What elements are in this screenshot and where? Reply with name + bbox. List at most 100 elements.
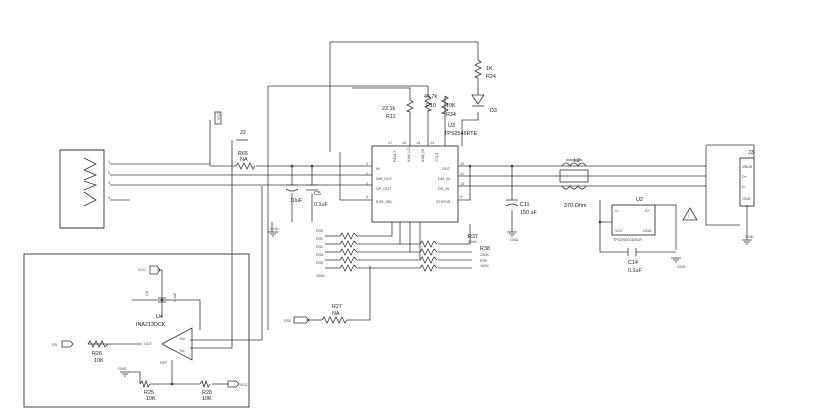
u3-pin-dp-in: DP_IN	[438, 187, 449, 191]
current-sense-block: VCC C8 0.1uF U4 INA213DCK OUT IN+ IN- RE…	[23, 253, 250, 408]
c8-value: 0.1uF	[173, 292, 177, 302]
u4-pin-out: OUT	[144, 342, 153, 346]
d3-ref: D3	[490, 108, 497, 114]
u3-part: TPS2546RTE	[444, 131, 478, 137]
svg-text:R30: R30	[316, 229, 323, 233]
l2-value: 370-Ohm	[564, 203, 587, 209]
u3-pin-ilim-lo: ILIM_LO	[407, 147, 411, 162]
u3-pin-dm-out: DM_OUT	[376, 177, 393, 181]
c11-value: 150 uF	[520, 210, 537, 216]
resistor-r34: 10K R34	[440, 95, 456, 118]
svg-text:D+: D+	[742, 175, 748, 179]
fb2-port: FB2	[284, 316, 310, 324]
c5-ref: C5	[314, 191, 321, 197]
svg-text:GND: GND	[270, 227, 279, 231]
r25-value: 10K	[146, 396, 156, 402]
svg-text:100K: 100K	[316, 274, 325, 278]
r37-ref: R37	[468, 234, 478, 240]
jumper-ref: J2	[240, 130, 246, 136]
u3-pin-fault: FAULT	[393, 150, 397, 162]
svg-text:GND: GND	[742, 197, 751, 201]
svg-text:4: 4	[366, 195, 368, 199]
resistor-r11: 22.1k R11	[382, 99, 414, 120]
r10-value: 46.7k	[424, 94, 437, 100]
u3-pin-in: IN	[376, 167, 380, 171]
capacitor-c6: 10uF	[285, 184, 303, 204]
r11-ref: R11	[386, 114, 396, 120]
capacitor-c14: C14 0.1uF	[627, 248, 642, 274]
ic-u3: U3 TPS2546RTE IN DM_OUT DP_OUT ILIM_SEL …	[366, 123, 478, 223]
c8-ref: C8	[145, 291, 149, 296]
choke-l2: L2 370-Ohm	[559, 158, 589, 209]
resistor-r10: 46.7k R10	[424, 94, 437, 112]
u4-part: INA213DCK	[136, 322, 166, 328]
svg-text:D-: D-	[742, 185, 747, 189]
r65-ref: R65	[238, 151, 248, 157]
gnd-symbol-1: GND	[268, 227, 279, 237]
r34-value: 10K	[446, 103, 456, 109]
r38-ref: R38	[480, 246, 490, 252]
svg-text:R35: R35	[316, 261, 323, 265]
u3-pin-dm-in: DM_IN	[438, 177, 450, 181]
capacitor-c5: C5 0.1uF	[306, 184, 328, 208]
r28-ref: R28	[202, 390, 212, 396]
led-d3: D3	[471, 94, 497, 114]
svg-text:2: 2	[108, 171, 110, 175]
svg-text:D-: D-	[615, 209, 620, 213]
u3-pin-dp-out: DP_OUT	[376, 187, 392, 191]
r27-value: NA	[332, 311, 340, 317]
svg-text:VCC: VCC	[217, 112, 221, 120]
svg-text:R32: R32	[316, 245, 323, 249]
c5-value: 0.1uF	[314, 202, 328, 208]
r11-value: 22.1k	[382, 106, 395, 112]
svg-text:IN-: IN-	[180, 349, 186, 353]
svg-text:200K: 200K	[468, 240, 477, 244]
junction-dots	[160, 164, 602, 386]
svg-text:!: !	[688, 215, 689, 219]
r24-value: 1K	[486, 66, 493, 72]
svg-text:REF: REF	[160, 361, 168, 365]
capacitor-c11: C11 150 uF	[505, 199, 537, 216]
svg-text:FB2: FB2	[284, 319, 291, 323]
r26-value: 10K	[94, 358, 104, 364]
svg-text:GND: GND	[745, 235, 754, 239]
svg-text:R31: R31	[316, 237, 323, 241]
svg-text:VCC: VCC	[138, 268, 146, 272]
svg-text:9: 9	[460, 195, 462, 199]
resistor-r27: R27 NA	[321, 304, 352, 324]
warning-triangle-icon: !	[682, 207, 698, 221]
u4-ref: U4	[156, 314, 163, 320]
svg-text:VBUS: VBUS	[742, 165, 753, 169]
gnd-symbol-2: GND	[507, 231, 519, 242]
svg-text:VCC: VCC	[615, 229, 623, 233]
u3-pin-status: STATUS	[436, 200, 451, 204]
wires	[88, 41, 748, 385]
svg-text:4: 4	[108, 196, 110, 200]
j3-ref: J3	[748, 150, 754, 156]
c11-ref: C11	[520, 202, 530, 208]
svg-text:GND: GND	[510, 238, 519, 242]
vcc-probe-top: VCC	[214, 111, 222, 125]
svg-text:R33: R33	[316, 253, 323, 257]
svg-text:11: 11	[460, 172, 464, 176]
svg-text:12: 12	[460, 162, 464, 166]
c14-value: 0.1uF	[628, 268, 642, 274]
svg-text:R39: R39	[480, 259, 487, 263]
svg-text:GND: GND	[118, 367, 127, 371]
r26-ref: R26	[92, 351, 102, 357]
svg-text:IN+: IN+	[180, 337, 187, 341]
connector-j3: J3 VBUS D+ D- GND	[706, 144, 755, 207]
l2-ref: L2	[574, 158, 580, 164]
svg-text:FB: FB	[52, 343, 57, 347]
gnd-symbol-3: GND	[671, 257, 686, 269]
svg-text:100K: 100K	[480, 264, 489, 268]
r25-ref: R25	[144, 390, 154, 396]
svg-text:1: 1	[108, 160, 110, 164]
svg-text:16: 16	[402, 141, 406, 145]
resistor-ladder-right: R37 200K R38 200K R39 100K	[419, 234, 490, 272]
jumper-j2: J2	[236, 130, 248, 141]
svg-text:3: 3	[366, 182, 368, 186]
resistor-r24: 1K R24	[473, 59, 496, 80]
u3-ref: U3	[448, 123, 455, 129]
